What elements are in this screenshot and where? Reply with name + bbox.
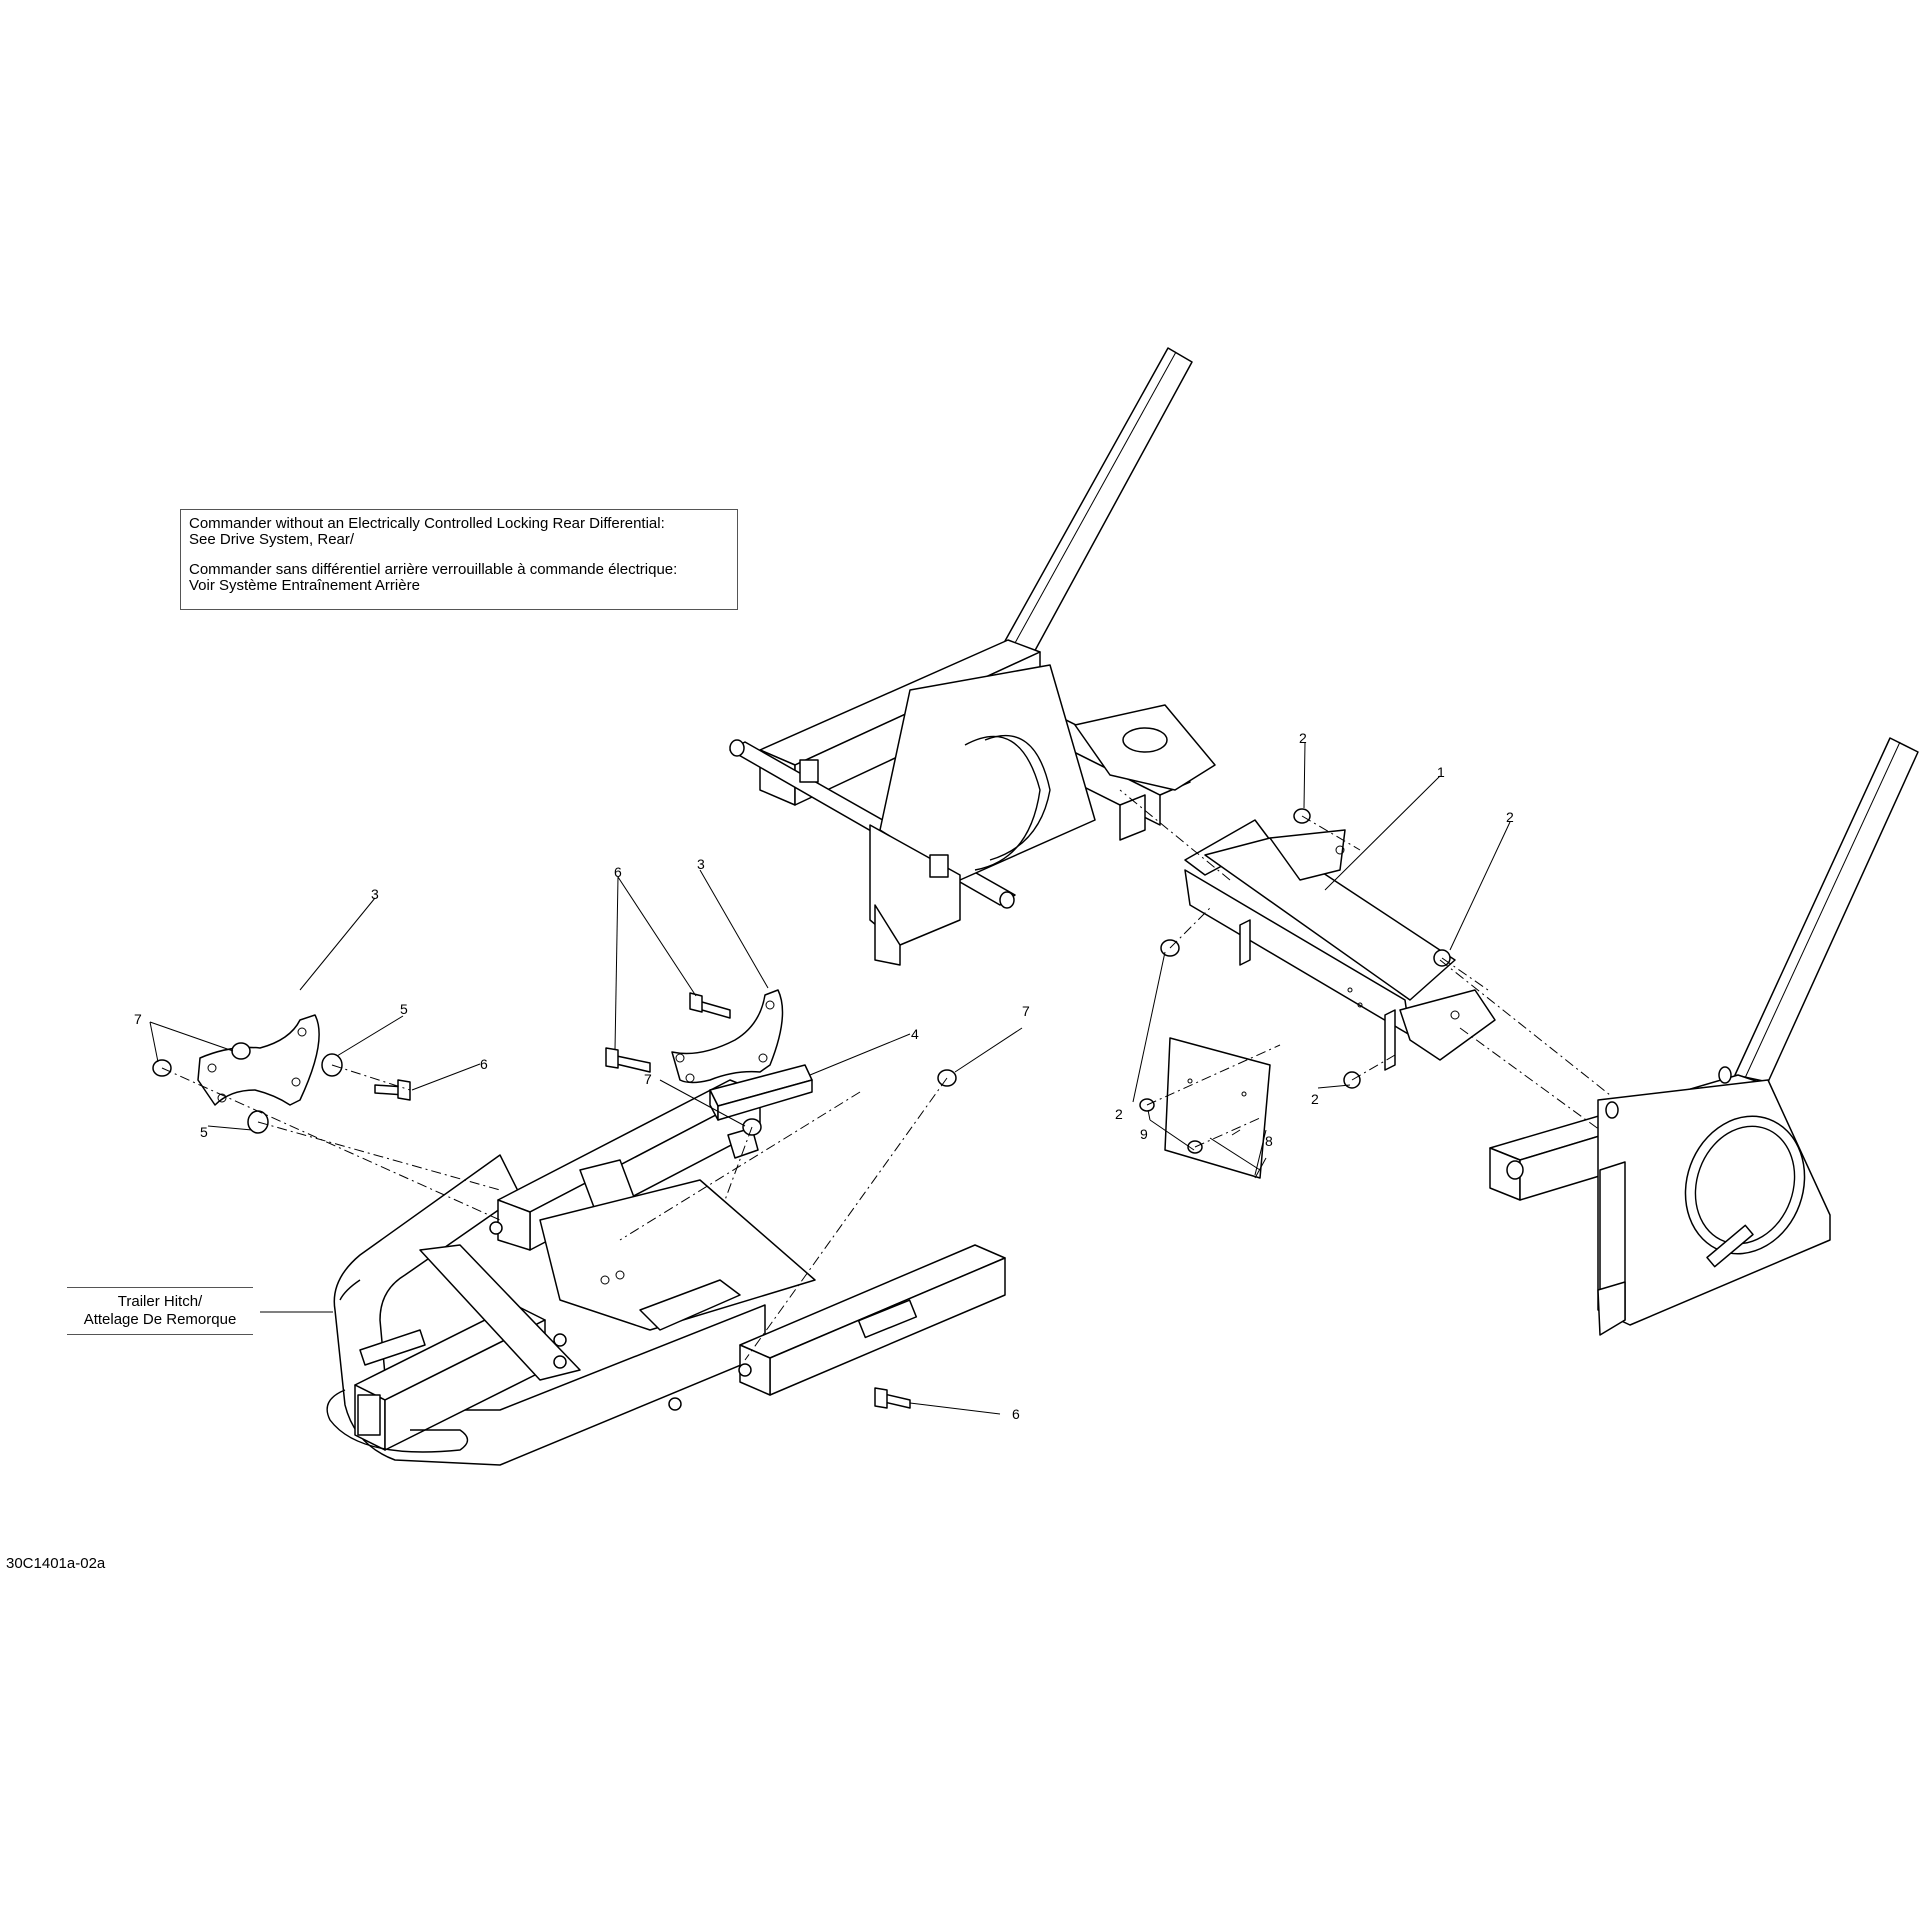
callout-1: 1 xyxy=(1437,764,1445,780)
callout-3: 3 xyxy=(697,856,705,872)
trailer-hitch-label-french: Attelage De Remorque xyxy=(83,1311,237,1328)
callout-2: 2 xyxy=(1115,1106,1123,1122)
trailer-hitch-label: Trailer Hitch/ Attelage De Remorque xyxy=(67,1287,253,1335)
compatibility-note: Commander without an Electrically Contro… xyxy=(180,509,738,610)
note-french-line-1: Commander sans différentiel arrière verr… xyxy=(189,561,678,578)
trailer-hitch-frame xyxy=(326,1079,1006,1466)
cross-member-hardware xyxy=(874,808,1451,1409)
callout-2: 2 xyxy=(1311,1091,1319,1107)
callout-5: 5 xyxy=(200,1124,208,1140)
assembly-guide-lines xyxy=(161,789,1611,1361)
callout-7: 7 xyxy=(134,1011,142,1027)
callout-2: 2 xyxy=(1299,730,1307,746)
callout-7: 7 xyxy=(644,1071,652,1087)
callout-8: 8 xyxy=(1265,1133,1273,1149)
callout-5: 5 xyxy=(400,1001,408,1017)
center-mounting-hardware xyxy=(605,989,957,1136)
rear-frame-right-section xyxy=(1489,737,1919,1336)
callout-2: 2 xyxy=(1506,809,1514,825)
callout-6: 6 xyxy=(480,1056,488,1072)
diagram-reference-code: 30C1401a-02a xyxy=(6,1555,106,1572)
cross-member-bracket xyxy=(1184,819,1496,1071)
left-mounting-hardware xyxy=(152,1014,411,1134)
callout-7: 7 xyxy=(1022,1003,1030,1019)
callout-numbers: 1 2 2 2 2 3 3 4 5 5 6 6 6 7 7 7 8 9 xyxy=(134,730,1514,1422)
license-plate-bracket xyxy=(1164,1037,1271,1179)
callout-4: 4 xyxy=(911,1026,919,1042)
note-english-line-2: See Drive System, Rear/ xyxy=(189,531,355,548)
callout-6: 6 xyxy=(614,864,622,880)
callout-9: 9 xyxy=(1140,1126,1148,1142)
rear-frame-left-section xyxy=(729,347,1216,966)
trailer-hitch-label-english: Trailer Hitch/ xyxy=(117,1293,203,1310)
note-english-line-1: Commander without an Electrically Contro… xyxy=(189,515,665,532)
note-french-line-2: Voir Système Entraînement Arrière xyxy=(189,577,420,594)
callout-3: 3 xyxy=(371,886,379,902)
callout-leader-lines xyxy=(149,741,1511,1415)
callout-6: 6 xyxy=(1012,1406,1020,1422)
